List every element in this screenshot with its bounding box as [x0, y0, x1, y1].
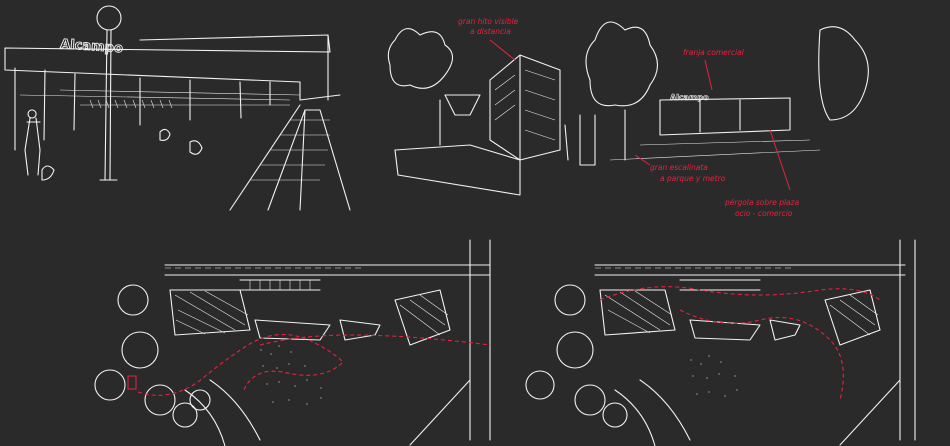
- plan2-red-routes: [599, 286, 881, 401]
- annotation-landmark-line2: a distancia: [470, 27, 511, 36]
- plan1-tree-6: [189, 389, 211, 411]
- perspective-sketch-1: Alcampo: [4, 5, 351, 211]
- annotation-landmark-line1: gran hito visible: [458, 17, 519, 26]
- plan1-red-marker: [127, 375, 137, 390]
- annotation-leader-2: [704, 59, 713, 91]
- plan2-tree-3: [525, 370, 555, 400]
- store-sign-small: Alcampo: [670, 93, 709, 102]
- annotation-leader-4: [769, 129, 791, 191]
- plan1-tree-4: [144, 384, 176, 416]
- annotation-leader-3: [634, 154, 651, 166]
- ramp-steps: [250, 119, 330, 181]
- plan2-block-a: [599, 289, 676, 336]
- plan1-road: [409, 239, 491, 446]
- child-figures: [159, 128, 203, 155]
- tower-hatching: [494, 69, 556, 141]
- plan2-stipple: [690, 355, 738, 397]
- annotation-leader-1: [489, 39, 516, 61]
- pedestrian-figure: [24, 109, 41, 176]
- commercial-building: [659, 97, 791, 136]
- plan1-block-b: [254, 319, 331, 341]
- plan2-block-d: [824, 289, 881, 346]
- plan1-block-d: [394, 289, 451, 346]
- tree-right: [818, 26, 869, 121]
- plan1-stipple: [260, 345, 322, 405]
- plan1-tree-5: [172, 402, 198, 428]
- ground-lines: [609, 139, 821, 161]
- tree-center: [585, 21, 659, 161]
- dog-figure: [41, 165, 55, 181]
- columns: [14, 67, 271, 151]
- site-plan-1: [94, 239, 491, 446]
- plan1-hatch-a: [174, 290, 249, 335]
- plan2-edges: [594, 264, 906, 276]
- plan1-tree-2: [121, 331, 159, 369]
- annotation-stairs-line1: gran escalinata: [650, 163, 708, 172]
- landmark-tower: [489, 54, 561, 161]
- plan1-edges: [164, 264, 491, 276]
- plan1-block-c: [339, 319, 381, 341]
- plan2-tree-1: [554, 284, 586, 316]
- annotation-stairs-line2: a parque y metro: [660, 174, 726, 183]
- plan2-tree-2: [556, 331, 594, 369]
- plinth: [394, 144, 521, 196]
- ramp: [229, 104, 351, 211]
- facade-edge: [299, 34, 341, 101]
- plan1-red-routes: [137, 334, 491, 396]
- lamp-globe: [96, 5, 122, 31]
- pillars: [564, 114, 596, 166]
- plan2-tree-4: [574, 384, 606, 416]
- plan1-gallery-ticks: [249, 280, 311, 290]
- plan2-tree-5: [602, 402, 628, 428]
- perspective-sketch-2: Alcampo: [387, 21, 869, 196]
- crowd-strokes: [89, 99, 173, 109]
- plan2-hatch-a: [604, 290, 673, 334]
- plan1-tree-3: [94, 369, 126, 401]
- plan2-hatch-d: [829, 294, 879, 336]
- plan1-block-a: [169, 289, 251, 336]
- tree-left: [387, 28, 454, 89]
- plan1-hatch-d: [399, 294, 449, 336]
- annotation-pergola-line1: pérgola sobre plaza: [724, 198, 800, 207]
- canopy: [4, 34, 331, 83]
- tower-frame: [439, 94, 481, 146]
- plan2-road: [839, 239, 916, 446]
- annotation-pergola-line2: ocio - comercio: [735, 209, 793, 218]
- annotation-commercial: franja comercial: [683, 48, 745, 57]
- plan1-curves: [184, 379, 261, 446]
- store-sign-main: Alcampo: [60, 37, 124, 56]
- plan1-tree-1: [117, 284, 149, 316]
- site-plan-2: [525, 239, 916, 446]
- plan2-blocks-bc: [689, 319, 801, 341]
- interior-lines: [19, 89, 301, 106]
- plan2-gallery: [679, 279, 761, 291]
- plan2-curves: [614, 379, 691, 446]
